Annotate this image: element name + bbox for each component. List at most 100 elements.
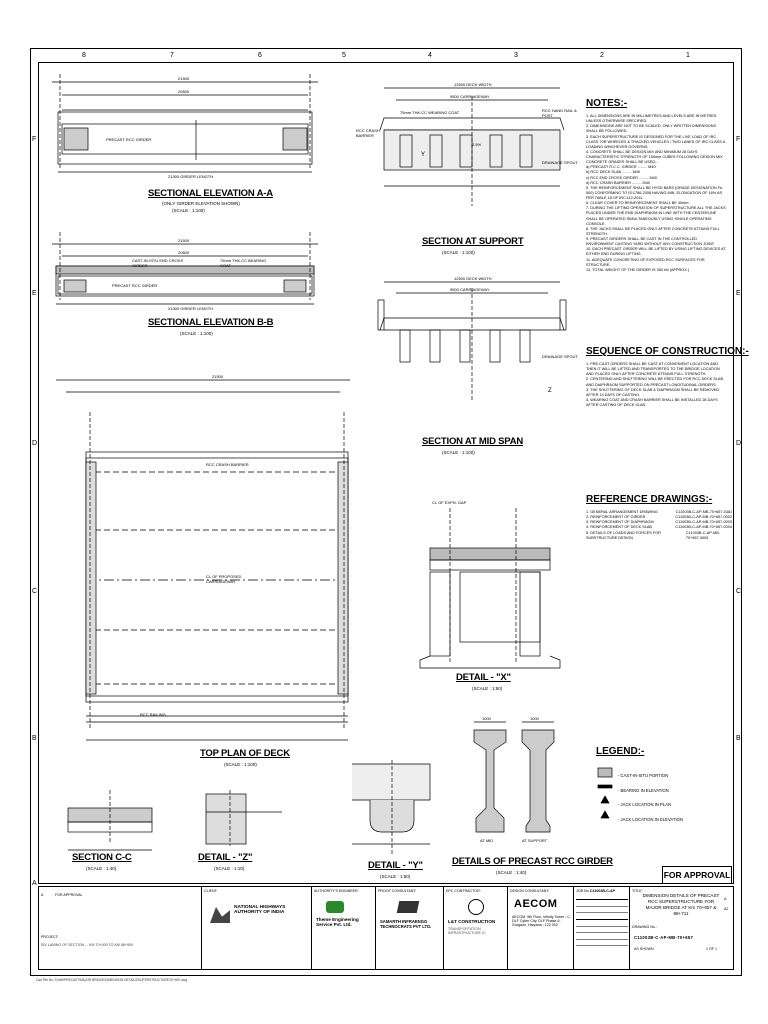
expansion-gap-label: CL OF EXPN. GAP [432, 500, 467, 505]
drawing-sheet-border [30, 48, 742, 976]
sequence-item: 2. CENTERING AND SHUTTERING WILL BE EREC… [586, 377, 723, 387]
drawing-title: DIMENSION DETAILS OF PRECAST RCC SUPERST… [642, 893, 720, 916]
section-at-support-drawing [379, 87, 565, 206]
reference-number: C11003B-C-AP-MB-70+657-0003 [675, 520, 732, 525]
reference-name: 1. GENERAL ARRANGEMENT DRAWING [586, 510, 658, 514]
reference-number: C11003B-C-AP-MB-70+657-0002 [675, 515, 732, 520]
carriageway-label: 9500 CARRIAGEWAY [450, 94, 490, 99]
crash-barrier-label: RCC CRASH BARRIER [206, 462, 249, 467]
section-b-b-drawing [52, 232, 318, 305]
crossfall-label: 2.5% [472, 142, 482, 147]
section-c-c-drawing [67, 790, 153, 851]
wearing-coat-label: 75mm THK.CC WEARING COAT [400, 110, 460, 115]
epc-contractor-cell: EPC CONTRACTOR: L&T CONSTRUCTION TRANSPO… [443, 887, 507, 969]
girder-at-support-label: AT SUPPORT [522, 838, 548, 843]
epc-name: L&T CONSTRUCTION [448, 919, 496, 924]
epc-label: EPC CONTRACTOR: [446, 889, 481, 893]
grid-number: 3 [514, 52, 518, 59]
reference-name: 2. REINFORCEMENT OF GIRDER [586, 515, 646, 520]
grid-number: 8 [82, 52, 86, 59]
deck-width-label: 12500 DECK WIDTH [454, 82, 492, 87]
drawing-scale: AS SHOWN [634, 947, 654, 951]
dc-label: DESIGN CONSULTANT: [510, 889, 550, 893]
drawing-area-border [38, 62, 734, 884]
note-item: 6. CLEAR COVER TO REINFORCEMENT SHALL BE… [586, 201, 690, 206]
lt-logo [468, 899, 484, 915]
reference-name: 5. DETAILS OF LOADS AND FORCES FOR SUBST… [586, 530, 661, 540]
note-item: 12. TOTAL WEIGHT OF THE GIRDER IS 350 kN… [586, 267, 690, 272]
aecom-logo: AECOM [514, 898, 558, 910]
ae-label: AUTHORITY'S ENGINEER: [314, 889, 359, 893]
section-b-b-title: SECTIONAL ELEVATION B-B [148, 317, 274, 328]
legend-heading: LEGEND:- [596, 746, 645, 757]
drainage-spout-label: DRAINAGE SPOUT [542, 160, 578, 165]
dc-address: AECOM, 9th Floor, Infinity Tower - C, DL… [512, 915, 571, 927]
grid-number: 2 [600, 52, 604, 59]
detail-x-title: DETAIL - "X" [456, 672, 511, 683]
sequence-item: 1. PRE-CAST GIRDERS SHALL BE CAST AT CON… [586, 362, 720, 377]
note-item: 10. EACH PRECAST GIRDER WILL BE LIFTED B… [586, 247, 726, 257]
section-b-b-scale: (SCALE : 1:100) [180, 331, 213, 336]
legend-item: - JACK LOCATION IN PLAN [618, 802, 671, 807]
note-item: b) RCC DECK SLAB ......... M40 [586, 170, 641, 175]
note-item: 5. THE REINFORCEMENT SHALL BE HYSD BARS … [586, 185, 724, 200]
samarth-logo [396, 901, 420, 913]
precast-girder-details-title: DETAILS OF PRECAST RCC GIRDER [452, 856, 613, 867]
carriageway-label: 9500 CARRIAGEWAY [450, 287, 490, 292]
reference-number: C11003B-C-AP-MB-70+657-GAD [675, 510, 732, 514]
sheet-size: A2 [724, 907, 729, 911]
grid-letter: B [32, 735, 37, 742]
grid-letter: C [32, 588, 38, 595]
sheet-count: 1 OF 1 [706, 947, 717, 951]
reference-number: C11003B-C-AP-MB-70+657-0005 [685, 530, 721, 540]
grid-number: 7 [170, 52, 174, 59]
sequence-list: 1. PRE-CAST GIRDERS SHALL BE CAST AT CON… [586, 362, 726, 408]
drawing-number: C11003B-C-AP-MB-70+657 [634, 935, 694, 940]
hand-rail-label: RCC HAND RAIL & POST [542, 108, 577, 118]
note-item: 8. THE JACKS SHALL BE PLACED ONLY AFTER … [586, 226, 720, 236]
detail-z-title: DETAIL - "Z" [198, 852, 253, 863]
note-item: 1. ALL DIMENSIONS ARE IN MILLIMETRES AND… [586, 114, 717, 124]
legend-item: - JACK LOCATION IN ELEVATION [618, 816, 683, 822]
note-item: 9. PRECAST GIRDERS SHALL BE CAST IN THE … [586, 237, 715, 247]
reference-number: C11003B-C-AP-MB-70+657-0004 [675, 525, 732, 530]
epc-subtitle: TRANSPORTATION INFRASTRUCTURE IC [448, 927, 486, 935]
grid-letter: A [32, 880, 37, 887]
reference-name: 4. REINFORCEMENT OF DECK SLAB [586, 525, 652, 530]
dimension-label: 20600 [178, 250, 190, 255]
ae-name: Theme Engineering Service Pvt. Ltd. [316, 917, 359, 927]
client-label: CLIENT: [204, 889, 218, 893]
title-block: A FOR APPROVAL PROJECT: SIX LANING OF SE… [38, 886, 734, 970]
proof-consultant-cell: PROOF CONSULTANT: SAMARTH INFRAENGG TECH… [375, 887, 443, 969]
drainage-spout-label: DRAINAGE SPOUT [542, 354, 578, 359]
note-item: 7. DURING THE LIFTING OPERATION OF SUPER… [586, 206, 726, 226]
reference-row: 4. REINFORCEMENT OF DECK SLAB C11003B-C-A… [586, 525, 732, 530]
crash-barrier-label: RCC CRASH BARRIER [356, 128, 380, 138]
girder-at-mid-label: AT MID [480, 838, 494, 843]
title-cell: TITLE: DIMENSION DETAILS OF PRECAST RCC … [629, 887, 735, 969]
job-cell: JOB No.: C11003B-C-AP [573, 887, 629, 969]
grid-letter: E [32, 290, 37, 297]
dimension-label: 21500 [212, 374, 224, 379]
grid-number: 5 [342, 52, 346, 59]
theme-logo [326, 901, 344, 913]
project-label: PROJECT: [41, 935, 59, 939]
client-cell: CLIENT: NATIONAL HIGHWAYS AUTHORITY OF I… [201, 887, 311, 969]
note-item: 4. CONCRETE SHALL BE DESIGN MIX AND MINI… [586, 149, 723, 165]
precast-girder-sections-drawing [473, 721, 555, 833]
girder-length-label: 21300 GIRDER LENGTH [168, 174, 214, 179]
cad-file-path: Cad File No: D:\NH\PRECAST\MAJOR BRIDGE\… [36, 978, 188, 982]
detail-y-scale: (SCALE : 1:50) [380, 874, 411, 879]
section-a-a-note: (ONLY GIRDER ELEVATION SHOWN) [162, 201, 240, 206]
girder-label: PRECAST RCC GIRDER [106, 137, 152, 142]
section-at-support-scale: (SCALE : 1:100) [442, 250, 475, 255]
top-plan-scale: (SCALE : 1:100) [224, 762, 257, 767]
top-plan-of-deck-drawing [56, 379, 350, 741]
notes-list: 1. ALL DIMENSIONS ARE IN MILLIMETRES AND… [586, 114, 726, 273]
detail-callout-z: Z [548, 388, 552, 394]
reference-drawings-heading: REFERENCE DRAWINGS:- [586, 494, 713, 505]
pc-name: SAMARTH INFRAENGG TECHNOCRATS PVT LTD. [380, 919, 432, 929]
legend-item: - CAST-IN-SITU PORTION [618, 773, 669, 778]
detail-x-scale: (SCALE : 1:50) [472, 686, 503, 691]
grid-number: 4 [428, 52, 432, 59]
